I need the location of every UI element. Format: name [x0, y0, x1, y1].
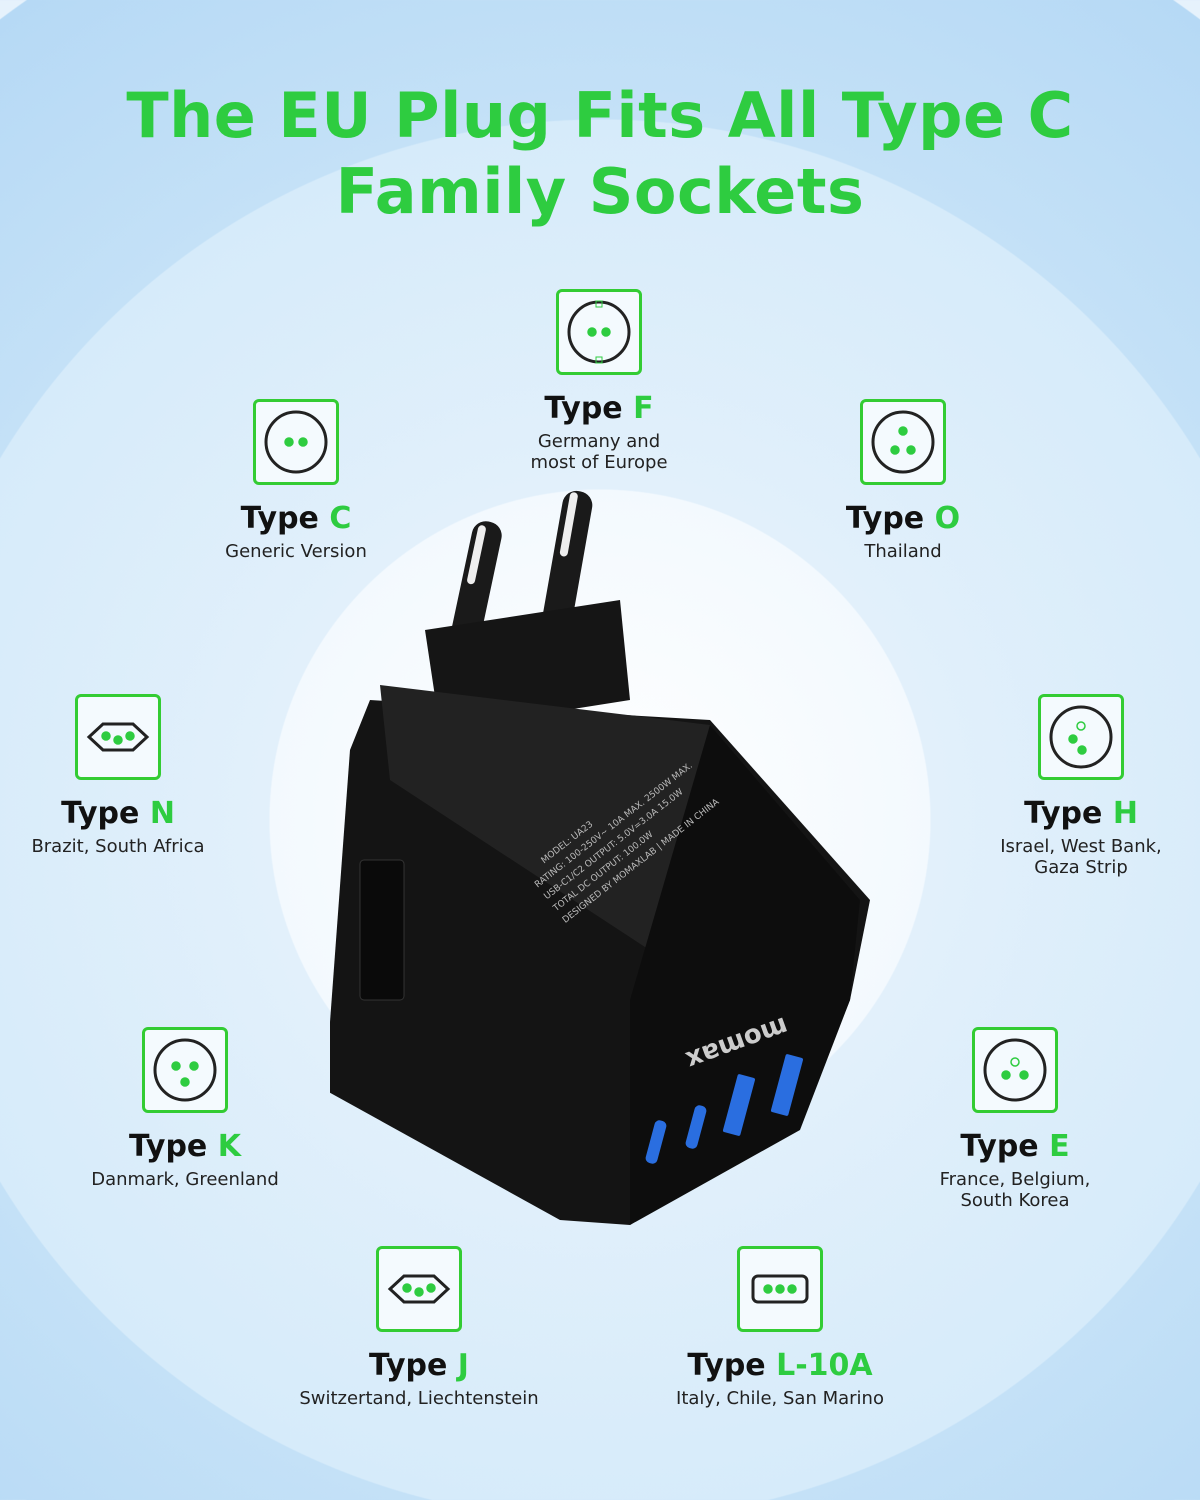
region-line: France, Belgium,	[939, 1169, 1091, 1190]
socket-regions: Italy, Chile, San Marino	[630, 1388, 930, 1409]
type-prefix: Type	[960, 1129, 1039, 1164]
type-prefix: Type	[129, 1129, 208, 1164]
socket-type-title: Type K	[35, 1129, 335, 1165]
socket-card-type-e: Type E France, Belgium,South Korea	[865, 1027, 1165, 1211]
socket-regions: Thailand	[753, 541, 1053, 562]
socket-type-title: Type C	[146, 501, 446, 537]
region-line: most of Europe	[530, 452, 668, 473]
type-prefix: Type	[240, 501, 319, 536]
socket-card-type-h: Type H Israel, West Bank,Gaza Strip	[931, 694, 1200, 878]
type-prefix: Type	[544, 391, 623, 426]
socket-regions: Switzertand, Liechtenstein	[269, 1388, 569, 1409]
headline: The EU Plug Fits All Type C Family Socke…	[0, 78, 1200, 230]
socket-regions: Generic Version	[146, 541, 446, 562]
socket-regions: Danmark, Greenland	[35, 1169, 335, 1190]
type-letter: H	[1112, 796, 1138, 831]
socket-e-icon	[972, 1027, 1058, 1113]
region-line: Danmark, Greenland	[91, 1169, 279, 1190]
socket-regions: Israel, West Bank,Gaza Strip	[931, 836, 1200, 878]
socket-card-type-k: Type K Danmark, Greenland	[35, 1027, 335, 1190]
type-letter: C	[329, 501, 352, 536]
usb-ports	[645, 1054, 804, 1164]
region-line: Italy, Chile, San Marino	[676, 1388, 884, 1409]
type-letter: N	[149, 796, 175, 831]
region-line: Generic Version	[225, 541, 367, 562]
socket-type-title: Type L-10A	[630, 1348, 930, 1384]
socket-type-title: Type H	[931, 796, 1200, 832]
region-line: Switzertand, Liechtenstein	[299, 1388, 539, 1409]
type-prefix: Type	[1024, 796, 1103, 831]
socket-f-icon	[556, 289, 642, 375]
type-letter: E	[1049, 1129, 1070, 1164]
socket-card-type-o: Type O Thailand	[753, 399, 1053, 562]
region-line: Israel, West Bank,	[1000, 836, 1162, 857]
type-letter: K	[217, 1129, 241, 1164]
socket-type-title: Type E	[865, 1129, 1165, 1165]
socket-type-title: Type J	[269, 1348, 569, 1384]
socket-type-title: Type O	[753, 501, 1053, 537]
type-prefix: Type	[61, 796, 140, 831]
region-line: Thailand	[864, 541, 942, 562]
socket-regions: Brazit, South Africa	[0, 836, 268, 857]
socket-h-icon	[1038, 694, 1124, 780]
region-line: South Korea	[960, 1190, 1070, 1211]
region-line: Brazit, South Africa	[31, 836, 205, 857]
socket-k-icon	[142, 1027, 228, 1113]
socket-card-type-l-10a: Type L-10A Italy, Chile, San Marino	[630, 1246, 930, 1409]
socket-o-icon	[860, 399, 946, 485]
type-prefix: Type	[845, 501, 925, 536]
socket-type-title: Type F	[449, 391, 749, 427]
type-letter: J	[457, 1348, 469, 1383]
side-socket	[359, 859, 405, 1001]
headline-line-1: The EU Plug Fits All Type C	[126, 79, 1074, 152]
type-letter: F	[633, 391, 654, 426]
type-letter: O	[934, 501, 961, 536]
socket-l-icon	[737, 1246, 823, 1332]
region-line: Gaza Strip	[1034, 857, 1128, 878]
travel-adapter-image: MODEL: UA23 RATING: 100-250V~ 10A MAX. 2…	[330, 490, 870, 1225]
socket-regions: France, Belgium,South Korea	[865, 1169, 1165, 1211]
type-prefix: Type	[369, 1348, 448, 1383]
socket-card-type-j: Type J Switzertand, Liechtenstein	[269, 1246, 569, 1409]
socket-c-icon	[253, 399, 339, 485]
socket-card-type-c: Type C Generic Version	[146, 399, 446, 562]
type-letter: L-10A	[776, 1348, 873, 1383]
region-line: Germany and	[537, 431, 661, 452]
socket-type-title: Type N	[0, 796, 268, 832]
headline-line-2: Family Sockets	[335, 155, 865, 228]
socket-j-icon	[376, 1246, 462, 1332]
socket-card-type-n: Type N Brazit, South Africa	[0, 694, 268, 857]
type-prefix: Type	[687, 1348, 766, 1383]
socket-n-icon	[75, 694, 161, 780]
